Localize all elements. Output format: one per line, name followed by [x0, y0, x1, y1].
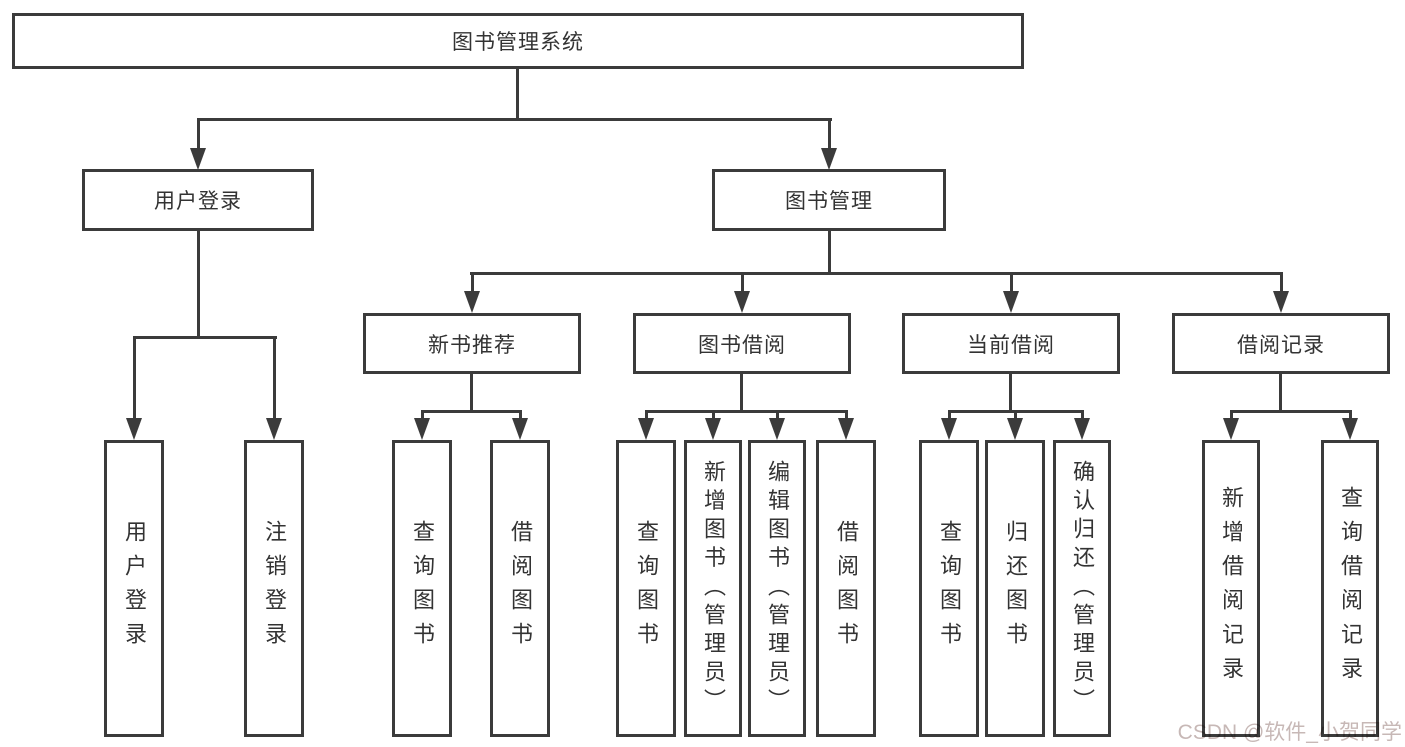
connector-userlogin-stub	[197, 229, 200, 339]
arrowhead-down	[1273, 291, 1289, 313]
connector-root-stub	[516, 66, 519, 120]
node-current-borrow: 当前借阅	[902, 313, 1120, 374]
connector-arrow-line	[948, 410, 951, 420]
leaf-borrow-query-book: 查询图书	[616, 440, 676, 737]
connector-newbook-stub	[470, 371, 473, 413]
connector-arrow-line	[421, 410, 424, 420]
connector-arrow-line	[1280, 272, 1283, 293]
leaf-borrow-edit-book-admin: 编辑图书（管理员）	[748, 440, 806, 737]
connector-record-stub	[1279, 371, 1282, 413]
connector-arrow-line	[645, 410, 648, 420]
leaf-newbook-query-book: 查询图书	[392, 440, 452, 737]
arrowhead-down	[734, 291, 750, 313]
connector-arrow-line	[133, 336, 136, 420]
leaf-newbook-borrow-book: 借阅图书	[490, 440, 550, 737]
arrowhead-down	[512, 418, 528, 440]
arrowhead-down	[464, 291, 480, 313]
arrowhead-down	[266, 418, 282, 440]
connector-record-bar	[1230, 410, 1352, 413]
arrowhead-down	[821, 148, 837, 170]
arrowhead-down	[190, 148, 206, 170]
connector-userlogin-bar	[133, 336, 277, 339]
connector-bookmgmt-stub	[828, 229, 831, 275]
arrowhead-down	[1074, 418, 1090, 440]
arrowhead-down	[414, 418, 430, 440]
arrowhead-down	[1007, 418, 1023, 440]
connector-arrow-line	[197, 118, 200, 152]
leaf-current-confirm-return-admin: 确认归还（管理员）	[1053, 440, 1111, 737]
leaf-record-add-record: 新增借阅记录	[1202, 440, 1260, 737]
arrowhead-down	[1342, 418, 1358, 440]
arrowhead-down	[838, 418, 854, 440]
arrowhead-down	[1223, 418, 1239, 440]
node-book-mgmt: 图书管理	[712, 169, 946, 231]
connector-level3-bar	[470, 272, 1283, 275]
connector-level2-bar	[197, 118, 832, 121]
connector-arrow-line	[1230, 410, 1233, 420]
node-book-borrow: 图书借阅	[633, 313, 851, 374]
leaf-current-query-book: 查询图书	[919, 440, 979, 737]
connector-arrow-line	[828, 118, 831, 152]
arrowhead-down	[126, 418, 142, 440]
arrowhead-down	[705, 418, 721, 440]
connector-arrow-line	[471, 272, 474, 293]
arrowhead-down	[769, 418, 785, 440]
node-user-login: 用户登录	[82, 169, 314, 231]
leaf-current-return-book: 归还图书	[985, 440, 1045, 737]
connector-arrow-line	[519, 410, 522, 420]
connector-borrow-stub	[740, 371, 743, 413]
connector-arrow-line	[845, 410, 848, 420]
arrowhead-down	[941, 418, 957, 440]
node-borrow-record: 借阅记录	[1172, 313, 1390, 374]
arrowhead-down	[1003, 291, 1019, 313]
connector-arrow-line	[1010, 272, 1013, 293]
connector-borrow-bar	[645, 410, 848, 413]
arrowhead-down	[638, 418, 654, 440]
connector-newbook-bar	[421, 410, 522, 413]
connector-current-stub	[1009, 371, 1012, 413]
connector-arrow-line	[776, 410, 779, 420]
leaf-record-query-record: 查询借阅记录	[1321, 440, 1379, 737]
leaf-logout: 注销登录	[244, 440, 304, 737]
leaf-borrow-add-book-admin: 新增图书（管理员）	[684, 440, 742, 737]
csdn-watermark: CSDN @软件_小贺同学	[1177, 721, 1402, 744]
connector-arrow-line	[741, 272, 744, 293]
connector-arrow-line	[1081, 410, 1084, 420]
connector-arrow-line	[273, 336, 276, 420]
leaf-borrow-borrow-book: 借阅图书	[816, 440, 876, 737]
connector-arrow-line	[1349, 410, 1352, 420]
connector-arrow-line	[712, 410, 715, 420]
connector-arrow-line	[1014, 410, 1017, 420]
node-new-book-recommend: 新书推荐	[363, 313, 581, 374]
leaf-user-login: 用户登录	[104, 440, 164, 737]
node-root: 图书管理系统	[12, 13, 1024, 69]
